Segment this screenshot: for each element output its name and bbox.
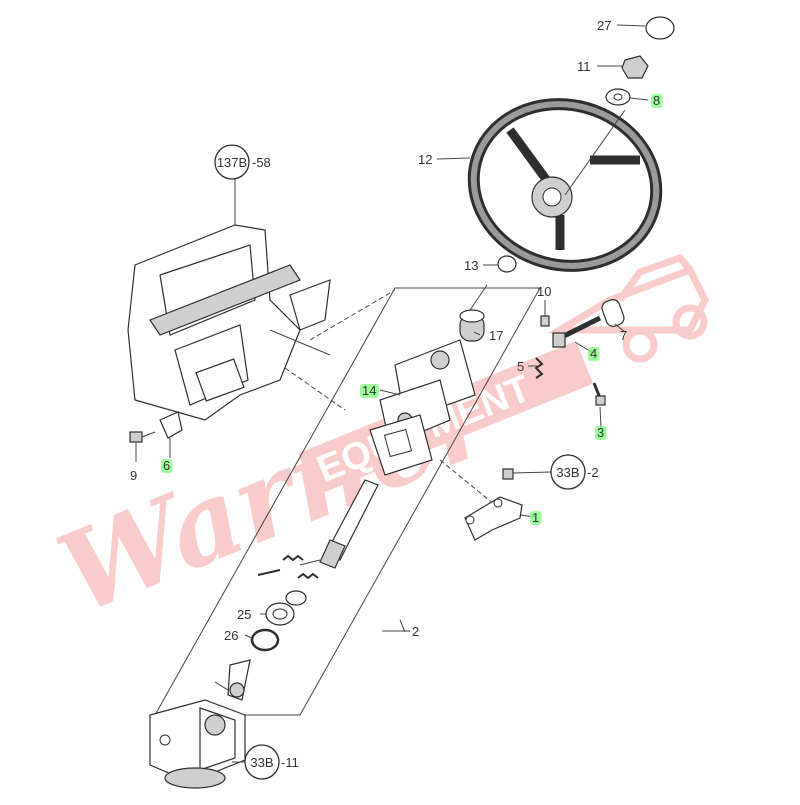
callout-label-9[interactable]: 9 bbox=[130, 468, 137, 483]
callout-label-5[interactable]: 5 bbox=[517, 359, 524, 374]
ref-137b-58[interactable]: 137B -58 bbox=[214, 144, 271, 180]
spring-small bbox=[282, 554, 319, 580]
callout-label-4[interactable]: 4 bbox=[590, 346, 597, 361]
pedal-bracket-assembly bbox=[127, 178, 331, 421]
plate-6 bbox=[159, 411, 183, 458]
leader-lines bbox=[232, 24, 649, 763]
bracket-1 bbox=[464, 496, 523, 541]
connector-lines bbox=[284, 289, 496, 506]
callout-highlight-8 bbox=[651, 94, 663, 108]
ref-33b11-suffix: -11 bbox=[281, 755, 299, 770]
snap-ring-26 bbox=[250, 628, 280, 652]
ref-33b2-circle-text: 33B bbox=[556, 465, 579, 480]
bearing-25 bbox=[265, 590, 307, 626]
ref-33b2-suffix: -2 bbox=[587, 465, 599, 480]
ref-137b-suffix: -58 bbox=[252, 155, 271, 170]
callout-label-1[interactable]: 1 bbox=[532, 510, 539, 525]
steering-valve-unit bbox=[149, 699, 246, 789]
callout-label-2[interactable]: 2 bbox=[412, 624, 419, 639]
part-callouts: 27 11 8 12 13 17 10 7 4 5 3 14 1 9 6 25 26 2 bbox=[130, 18, 663, 643]
lower-shaft bbox=[214, 659, 251, 701]
callout-highlight-1 bbox=[530, 511, 542, 525]
pin-7 bbox=[601, 299, 625, 327]
callout-highlight-14 bbox=[360, 384, 379, 398]
callout-label-13[interactable]: 13 bbox=[464, 258, 478, 273]
bolt-33b2 bbox=[502, 468, 514, 480]
ref-33b-2[interactable]: 33B -2 bbox=[550, 454, 599, 490]
callout-label-12[interactable]: 12 bbox=[418, 152, 432, 167]
bolt-small bbox=[257, 569, 281, 576]
callout-label-3[interactable]: 3 bbox=[597, 425, 604, 440]
callout-label-25[interactable]: 25 bbox=[237, 607, 251, 622]
callout-label-10[interactable]: 10 bbox=[537, 284, 551, 299]
washer-8 bbox=[605, 88, 631, 106]
callout-label-14[interactable]: 14 bbox=[362, 383, 376, 398]
spring-5 bbox=[534, 357, 544, 379]
callout-label-11[interactable]: 11 bbox=[577, 59, 591, 74]
callout-label-26[interactable]: 26 bbox=[224, 628, 238, 643]
callout-highlight-4 bbox=[588, 347, 600, 361]
pin-4 bbox=[552, 315, 602, 348]
callout-highlight-3 bbox=[595, 426, 607, 440]
bushing-17 bbox=[459, 284, 488, 342]
callout-highlight-6 bbox=[161, 459, 173, 473]
callout-label-17[interactable]: 17 bbox=[489, 328, 503, 343]
bolt-3 bbox=[592, 382, 606, 406]
nut-11 bbox=[621, 55, 649, 79]
column-base-plate bbox=[369, 414, 433, 476]
bolt-10 bbox=[540, 315, 550, 327]
ref-33b11-circle-text: 33B bbox=[250, 755, 273, 770]
steering-shaft bbox=[299, 479, 379, 569]
bolt-9 bbox=[129, 431, 156, 462]
watermark-truck-icon bbox=[547, 253, 709, 363]
callout-label-7[interactable]: 7 bbox=[620, 328, 627, 343]
callout-label-8[interactable]: 8 bbox=[653, 93, 660, 108]
cap-27 bbox=[645, 16, 675, 40]
column-assembly-outline bbox=[154, 287, 541, 716]
ref-137b-circle-text: 137B bbox=[217, 155, 247, 170]
steering-wheel bbox=[467, 98, 663, 272]
ref-33b-11[interactable]: 33B -11 bbox=[244, 744, 299, 780]
bushing-13 bbox=[497, 255, 517, 273]
callout-label-6[interactable]: 6 bbox=[163, 458, 170, 473]
callout-label-27[interactable]: 27 bbox=[597, 18, 611, 33]
